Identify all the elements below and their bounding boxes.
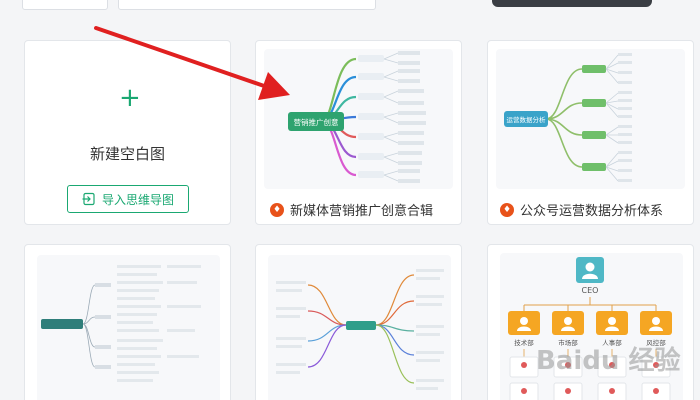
mindmap-preview xyxy=(276,269,444,390)
svg-text:风控部: 风控部 xyxy=(646,338,666,347)
brand-logo-icon: ♦ xyxy=(500,202,514,217)
device-graphic xyxy=(492,0,652,7)
template-thumbnail: CEO 技术部 市场部 人事部 风控部 xyxy=(500,253,683,400)
template-title: 新媒体营销推广创意合辑 xyxy=(290,204,434,219)
template-card[interactable] xyxy=(24,244,231,400)
top-toolbar xyxy=(0,0,700,16)
new-blank-card[interactable]: + 新建空白图 导入思维导图 xyxy=(24,40,231,225)
plus-icon: + xyxy=(119,83,141,113)
brand-logo-icon: ♦ xyxy=(270,202,284,217)
import-icon xyxy=(82,192,95,206)
watermark: Baidu 经验 xyxy=(536,346,681,376)
template-thumbnail: 运营数据分析 xyxy=(496,49,685,189)
template-thumbnail: 营销推广创意 xyxy=(264,49,453,189)
template-title-row[interactable]: ♦ 公众号运营数据分析体系 xyxy=(500,200,663,219)
svg-text:运营数据分析: 运营数据分析 xyxy=(507,115,547,124)
template-card[interactable] xyxy=(255,244,462,400)
template-thumbnail xyxy=(268,255,451,400)
svg-text:CEO: CEO xyxy=(582,286,599,295)
new-blank-label: 新建空白图 xyxy=(89,145,165,163)
import-mindmap-label: 导入思维导图 xyxy=(101,192,174,207)
template-title-row[interactable]: ♦ 新媒体营销推广创意合辑 xyxy=(270,200,433,219)
import-mindmap-button[interactable]: 导入思维导图 xyxy=(67,185,189,213)
template-card[interactable]: CEO 技术部 市场部 人事部 风控部 xyxy=(487,244,694,400)
mindmap-preview: 营销推广创意 xyxy=(288,51,426,183)
template-thumbnail xyxy=(37,255,220,400)
svg-text:人事部: 人事部 xyxy=(602,338,622,347)
mindmap-preview xyxy=(41,265,201,382)
search-box[interactable] xyxy=(118,0,376,10)
mindmap-preview: 运营数据分析 xyxy=(504,53,632,182)
svg-text:市场部: 市场部 xyxy=(558,338,578,347)
top-toolbar-button[interactable] xyxy=(22,0,108,10)
template-title: 公众号运营数据分析体系 xyxy=(520,204,664,219)
org-chart-preview: CEO 技术部 市场部 人事部 风控部 xyxy=(508,257,672,400)
svg-text:营销推广创意: 营销推广创意 xyxy=(294,117,339,127)
template-card[interactable]: 营销推广创意 xyxy=(255,40,462,225)
template-card[interactable]: 运营数据分析 xyxy=(487,40,694,225)
svg-text:技术部: 技术部 xyxy=(514,338,534,347)
